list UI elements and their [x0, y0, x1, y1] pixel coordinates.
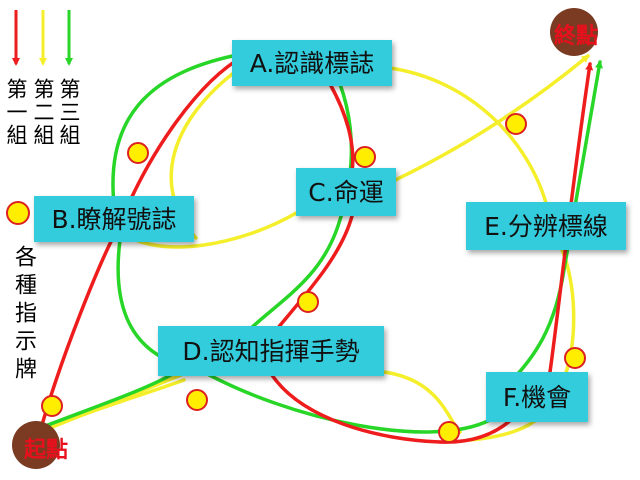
end-label: 終點	[554, 24, 599, 49]
marker-circle	[41, 395, 63, 417]
marker-circle	[297, 291, 319, 313]
station-f-label: F.機會	[502, 382, 572, 412]
station-b-label: B.瞭解號誌	[51, 204, 177, 234]
station-c: C.命運	[296, 168, 396, 216]
start-label: 起點	[24, 438, 69, 463]
station-e: E.分辨標線	[466, 202, 626, 250]
marker-circle	[186, 389, 208, 411]
marker-circle	[438, 421, 460, 443]
station-a-label: A.認識標誌	[249, 48, 375, 78]
markers	[6, 113, 586, 443]
legend-group-1: 第一組	[4, 78, 28, 147]
marker-circle	[505, 113, 527, 135]
legend-group-2: 第二組	[31, 78, 55, 147]
legend-group-3: 第三組	[57, 78, 81, 147]
station-a: A.認識標誌	[232, 40, 392, 86]
legend-arrows	[12, 10, 73, 66]
marker-circle	[354, 146, 376, 168]
signs-legend-label: 各種指示牌	[11, 245, 36, 385]
station-c-label: C.命運	[308, 177, 384, 207]
station-e-label: E.分辨標線	[484, 211, 608, 241]
marker-circle	[127, 142, 149, 164]
start-node	[12, 421, 60, 469]
end-node	[550, 8, 598, 56]
station-d: D.認知指揮手勢	[158, 326, 384, 376]
station-d-label: D.認知指揮手勢	[182, 336, 360, 366]
station-b: B.瞭解號誌	[34, 196, 194, 242]
marker-circle	[564, 347, 586, 369]
legend-marker-circle	[6, 201, 30, 225]
station-f: F.機會	[486, 372, 588, 422]
